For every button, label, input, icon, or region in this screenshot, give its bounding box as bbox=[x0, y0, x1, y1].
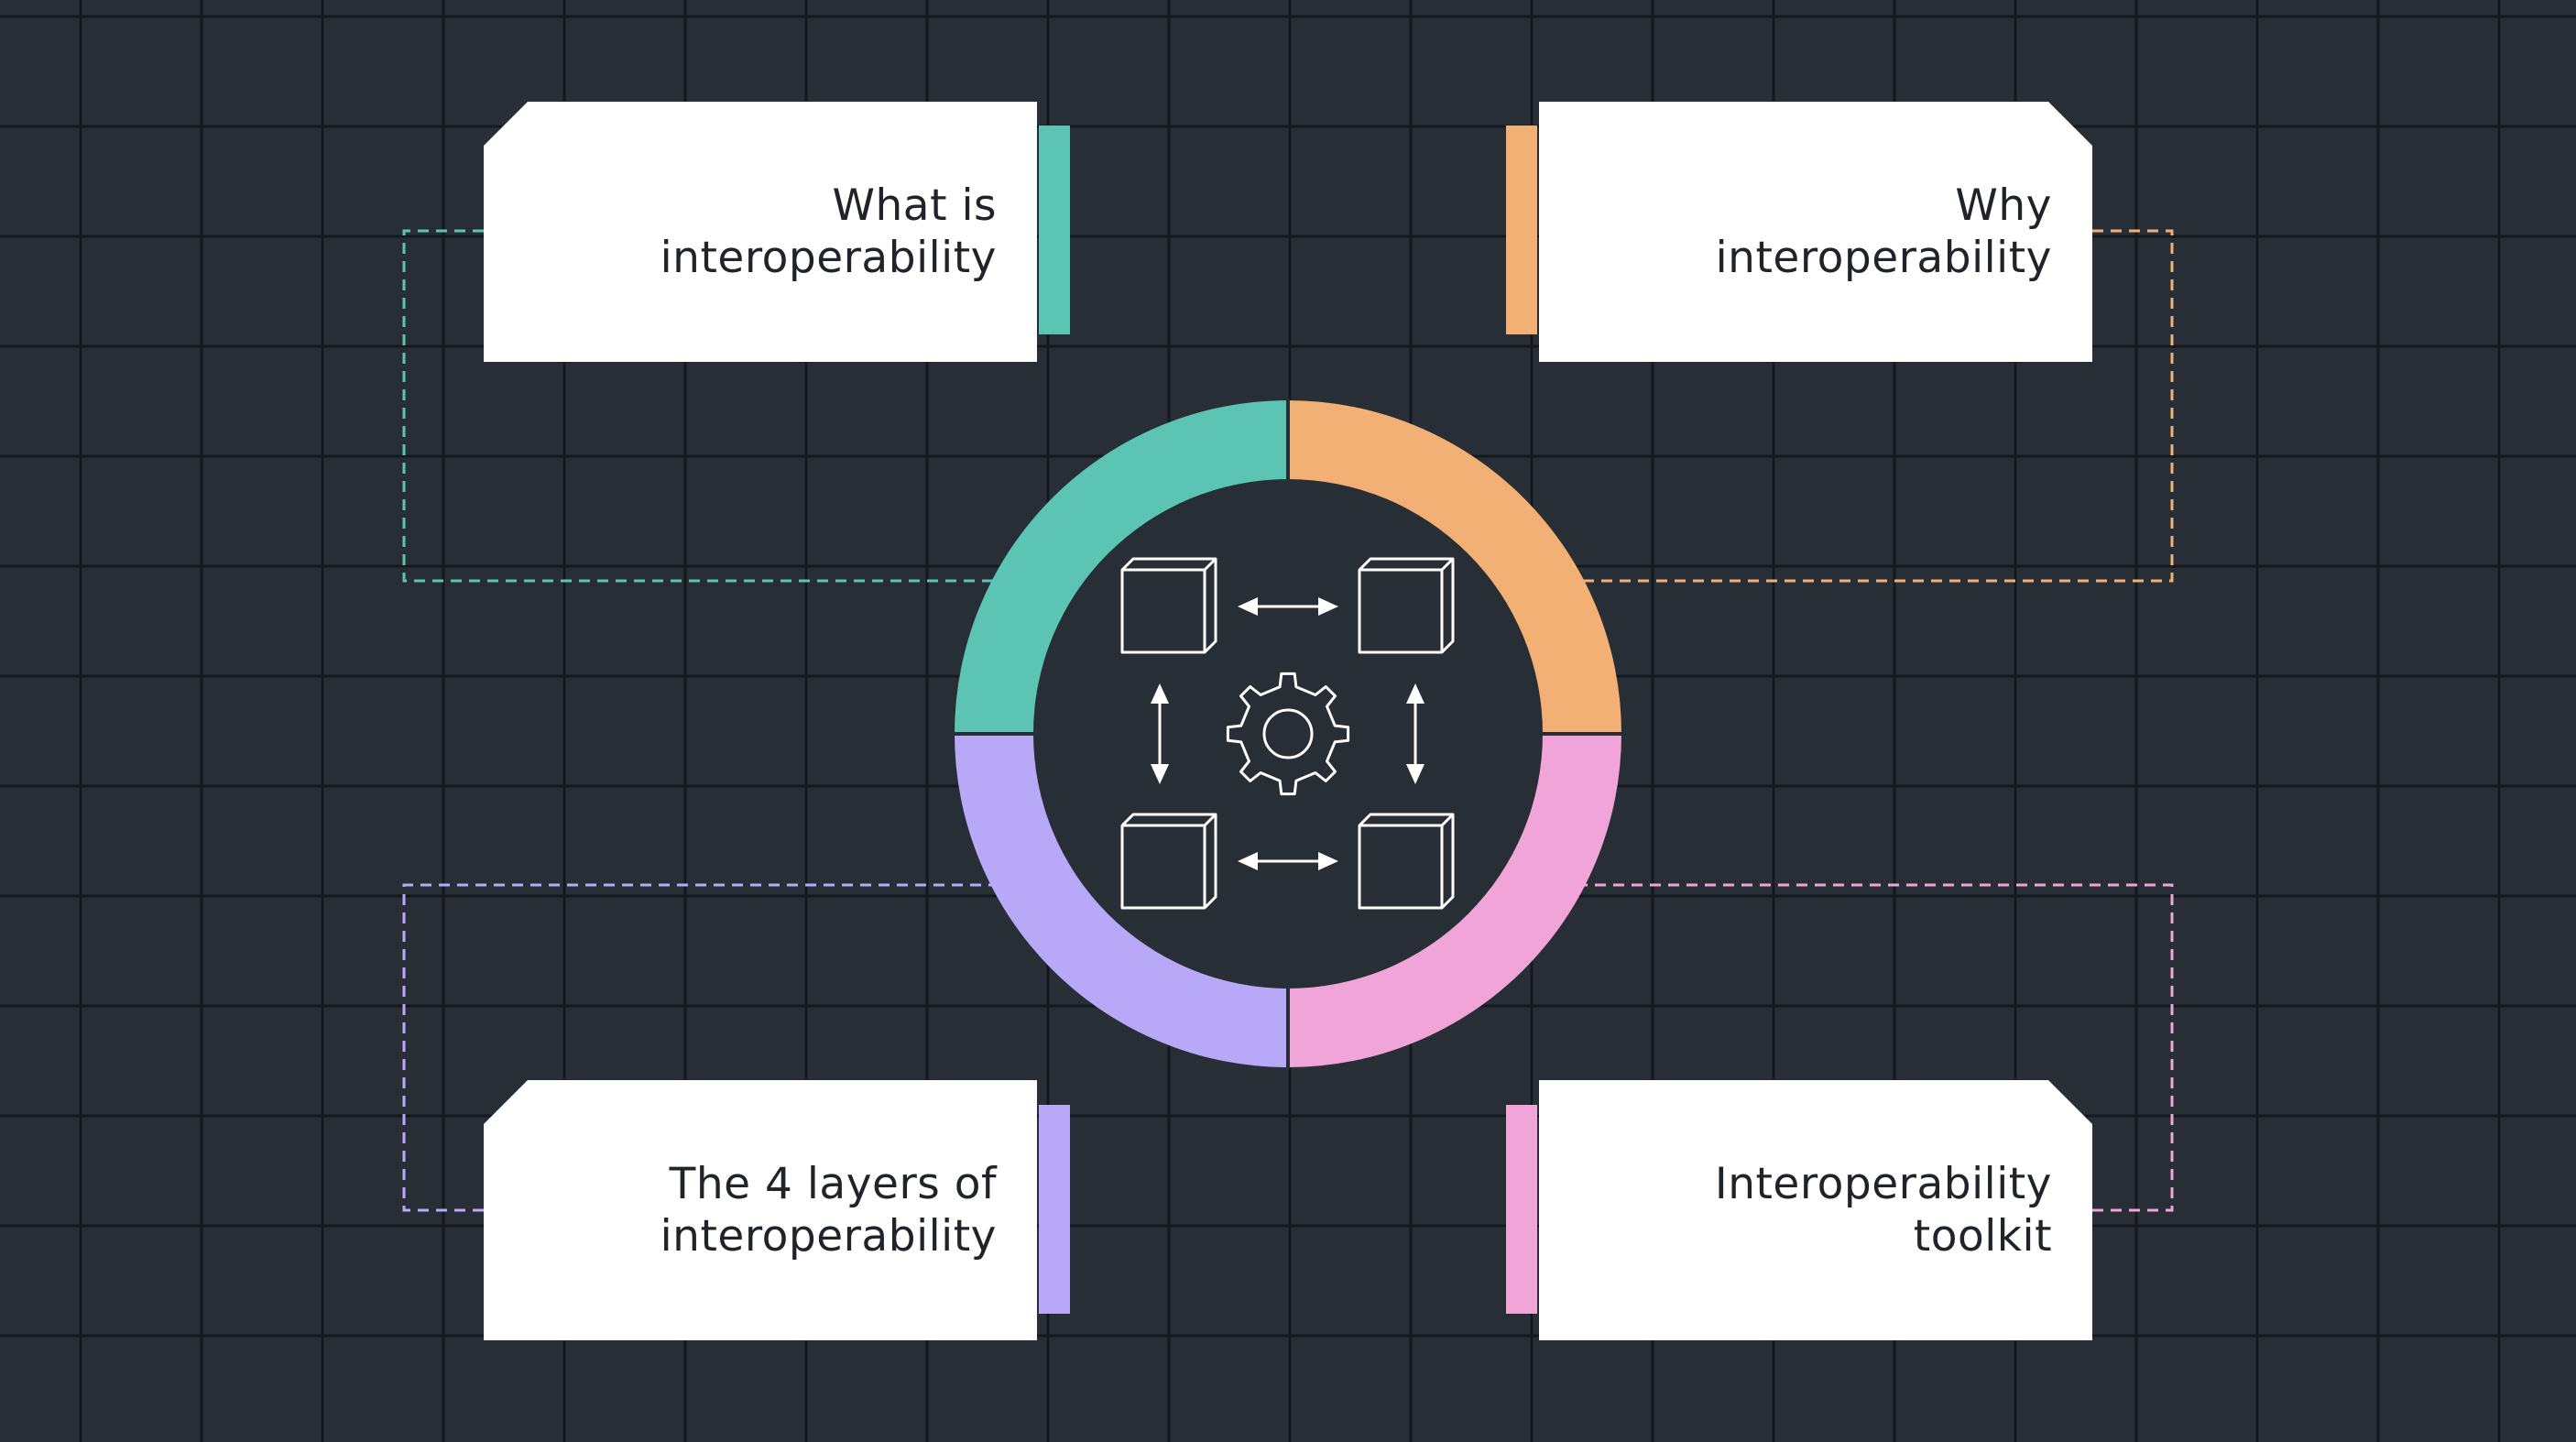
card-interoperability-toolkit[interactable]: Interoperability toolkit bbox=[1539, 1080, 2092, 1340]
card-label: Interoperability toolkit bbox=[1714, 1159, 2052, 1262]
gear-icon bbox=[1226, 672, 1350, 796]
card-why-interoperability[interactable]: Why interoperability bbox=[1539, 102, 2092, 362]
card-label: Why interoperability bbox=[1715, 180, 2052, 283]
accent-tab bbox=[1039, 1105, 1070, 1314]
connector-top-right bbox=[1576, 229, 2174, 583]
accent-tab bbox=[1039, 126, 1070, 334]
card-shape bbox=[1539, 1080, 2092, 1340]
ring-segment-top-right bbox=[1288, 400, 1621, 734]
ring-segment-top-left bbox=[955, 400, 1288, 734]
ring-segment-bottom-right bbox=[1288, 734, 1621, 1067]
connector-top-left bbox=[402, 229, 999, 583]
center-icon-group bbox=[1120, 557, 1455, 910]
accent-tab bbox=[1506, 1105, 1537, 1314]
card-shape bbox=[484, 1080, 1037, 1340]
card-4-layers-of-interoperability[interactable]: The 4 layers of interoperability bbox=[484, 1080, 1037, 1340]
ring-segment-bottom-left bbox=[955, 734, 1288, 1067]
card-shape bbox=[484, 102, 1037, 362]
card-what-is-interoperability[interactable]: What is interoperability bbox=[484, 102, 1037, 362]
card-label: The 4 layers of interoperability bbox=[660, 1159, 997, 1262]
cycle-ring bbox=[953, 399, 1623, 1069]
accent-tab bbox=[1506, 126, 1537, 334]
connector-bottom-right bbox=[1576, 883, 2174, 1212]
card-shape bbox=[1539, 102, 2092, 362]
card-label: What is interoperability bbox=[660, 180, 997, 283]
connector-bottom-left bbox=[402, 883, 999, 1212]
